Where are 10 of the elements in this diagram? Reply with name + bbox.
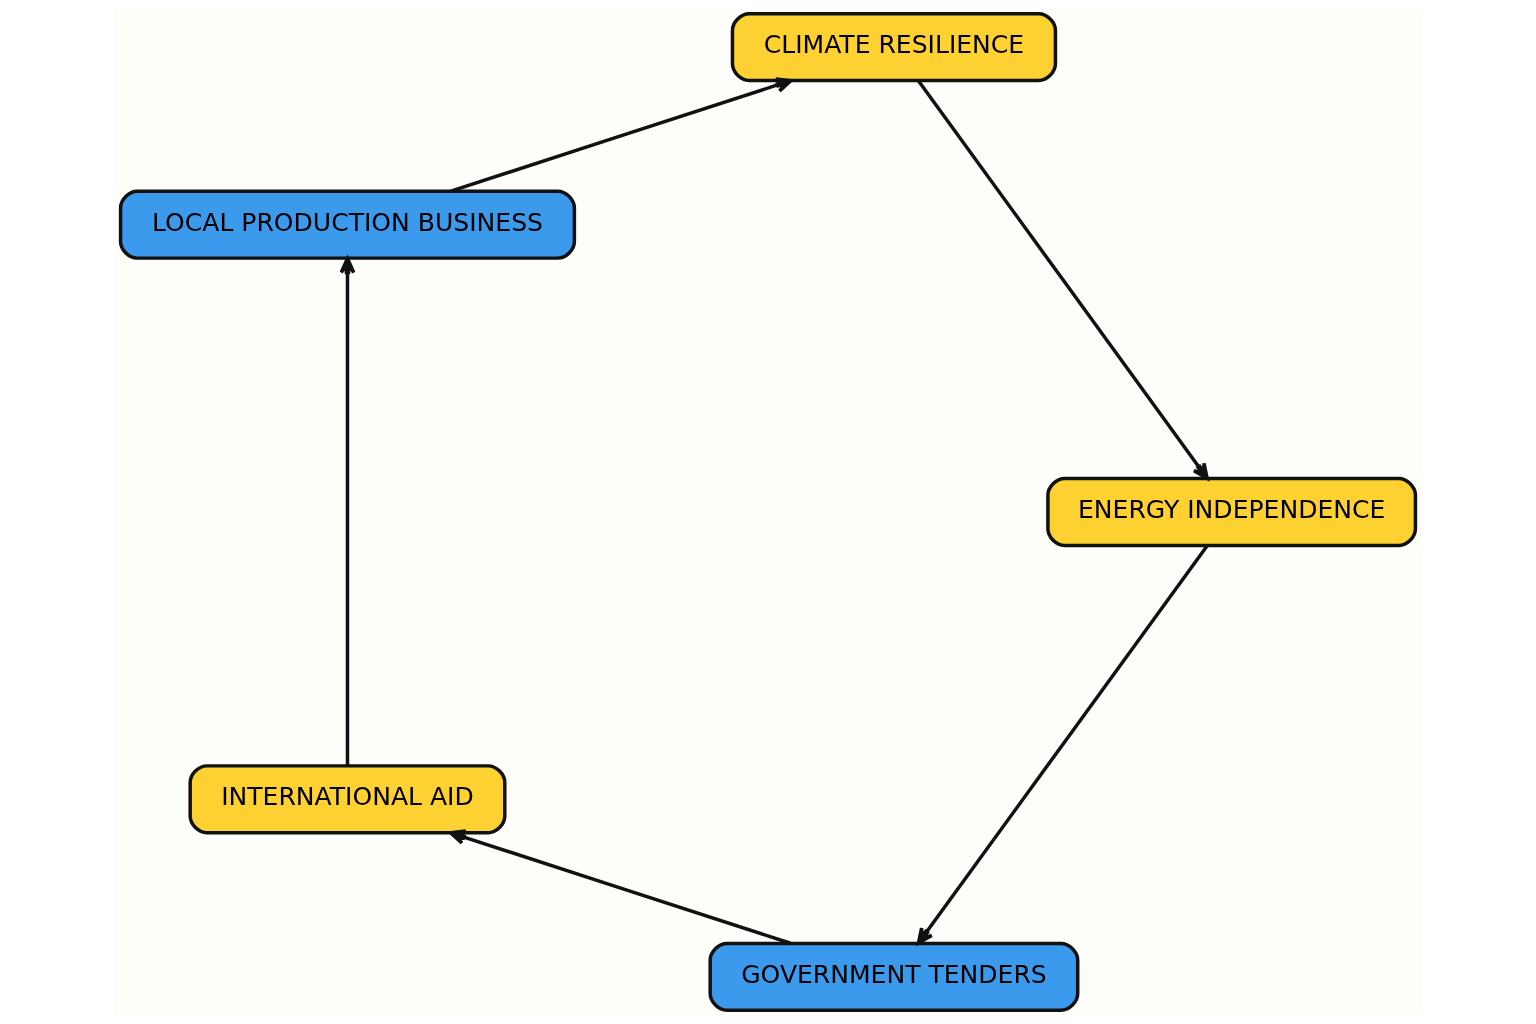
- node-box: ENERGY INDEPENDENCE: [1046, 476, 1418, 548]
- arrow: [916, 79, 1209, 480]
- node-box: LOCAL PRODUCTION BUSINESS: [118, 189, 577, 260]
- arrow: [450, 77, 793, 193]
- node-box: CLIMATE RESILIENCE: [730, 12, 1058, 83]
- node-box: INTERNATIONAL AID: [188, 764, 507, 835]
- node-box: GOVERNMENT TENDERS: [708, 941, 1080, 1012]
- arrow: [339, 256, 356, 766]
- arrow: [916, 544, 1209, 945]
- arrow: [448, 829, 792, 945]
